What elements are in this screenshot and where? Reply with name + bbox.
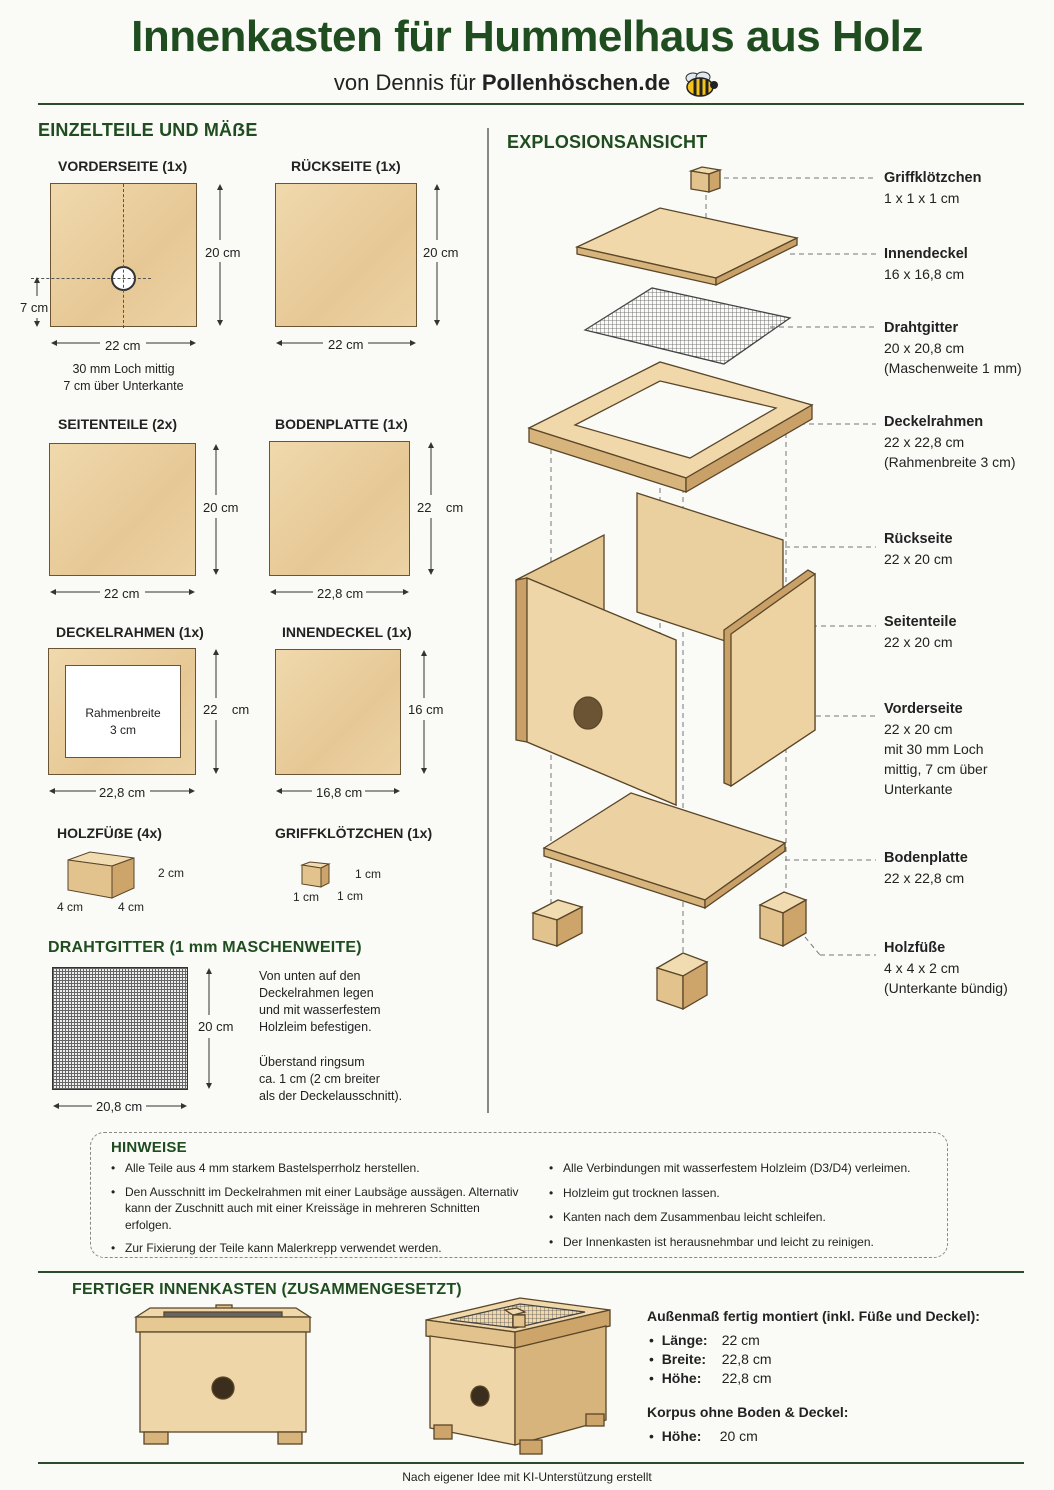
explosion-section-title: EXPLOSIONSANSICHT [507, 132, 708, 152]
part-deckelrahmen [48, 648, 196, 775]
part-title-deckelrahmen: DECKELRAHMEN (1x) [56, 624, 204, 640]
hints-title: HINWEISE [111, 1139, 187, 1156]
subtitle-prefix: von Dennis für [333, 70, 476, 95]
finished-section-title: FERTIGER INNENKASTEN (ZUSAMMENGESETZT) [72, 1281, 462, 1298]
handle-cube-icon [300, 861, 331, 888]
dim-height: 20 cm [205, 245, 241, 260]
footer-divider [38, 1462, 1024, 1464]
assembled-box-front [133, 1304, 313, 1445]
hint-item: Alle Verbindungen mit wasserfestem Holzl… [549, 1160, 939, 1177]
dim-depth: 1 cm [293, 890, 320, 904]
spec-title: Außenmaß fertig montiert (inkl. Füße und… [647, 1308, 980, 1324]
spec-breite: • Breite:22,8 cm [649, 1351, 772, 1367]
hole-note: 30 mm Loch mittig 7 cm über Unterkante [63, 362, 184, 393]
dim-width: 22,8 cm [99, 785, 146, 800]
dim-width: 4 cm [118, 900, 145, 914]
wire-mesh-drawing [52, 967, 188, 1090]
hint-item: Kanten nach dem Zusammenbau leicht schle… [549, 1209, 939, 1226]
exploded-holzfuss [531, 899, 584, 948]
parts-section-title: EINZELTEILE UND MÄẞE [38, 120, 258, 140]
exploded-vorderseite [515, 577, 677, 806]
exploded-bodenplatte [542, 792, 787, 910]
dim-height: 20 cm [203, 500, 239, 515]
dim-height: 16 cm [408, 702, 444, 717]
bee-icon [685, 71, 719, 97]
dim-width: 16,8 cm [316, 785, 363, 800]
dim-depth: 4 cm [57, 900, 84, 914]
wire-mesh-section-title: DRAHTGITTER (1 mm MASCHENWEITE) [48, 939, 362, 956]
dim-hole-offset: 7 cm [20, 300, 49, 315]
dim-width: 22 cm [104, 586, 140, 601]
dim-height: 22 cm [203, 702, 250, 717]
hints-left-list: Alle Teile aus 4 mm starkem Bastelsperrh… [111, 1160, 521, 1264]
frame-width-label: Rahmenbreite 3 cm [85, 706, 161, 737]
exploded-seitenteil-links [515, 533, 605, 702]
dim-width: 20,8 cm [96, 1099, 143, 1114]
part-title-bodenplatte: BODENPLATTE (1x) [275, 416, 408, 432]
leader-lines [550, 177, 876, 970]
column-divider [487, 128, 489, 1113]
spec-hoehe: • Höhe:22,8 cm [649, 1370, 772, 1386]
dim-height: 2 cm [158, 866, 185, 880]
part-bodenplatte [269, 441, 410, 576]
dim-width: 1 cm [337, 889, 364, 903]
assembled-box-perspective [425, 1297, 611, 1455]
dim-width: 22 cm [328, 337, 364, 352]
exploded-innendeckel [575, 207, 799, 287]
part-title-griffkloetzchen: GRIFFKLÖTZCHEN (1x) [275, 825, 433, 841]
dim-width: 22 cm [105, 338, 141, 353]
part-vorderseite [31, 183, 197, 328]
part-rueckseite [275, 183, 417, 327]
hints-right-list: Alle Verbindungen mit wasserfestem Holzl… [549, 1160, 939, 1257]
exploded-holzfuss [655, 952, 709, 1011]
brand-name: Pollenhöschen.de [481, 70, 671, 95]
section-divider [38, 1271, 1024, 1273]
dim-height: 1 cm [355, 867, 382, 881]
dim-height: 20 cm [198, 1019, 234, 1034]
part-title-rueckseite: RÜCKSEITE (1x) [291, 158, 401, 174]
part-innendeckel [275, 649, 401, 775]
hint-item: Alle Teile aus 4 mm starkem Bastelsperrh… [111, 1160, 521, 1177]
exploded-holzfuss [758, 891, 808, 948]
part-seitenteile [49, 443, 196, 576]
korpus-title: Korpus ohne Boden & Deckel: [647, 1404, 849, 1420]
exploded-rueckseite [636, 492, 784, 661]
hints-box: HINWEISE Alle Teile aus 4 mm starkem Bas… [90, 1132, 948, 1258]
hint-item: Den Ausschnitt im Deckelrahmen mit einer… [111, 1184, 521, 1234]
hint-item: Der Innenkasten ist herausnehmbar und le… [549, 1234, 939, 1251]
spec-laenge: • Länge:22 cm [649, 1332, 760, 1348]
foot-cube-icon [67, 851, 135, 899]
footer-text: Nach eigener Idee mit KI-Unterstützung e… [402, 1470, 652, 1484]
part-title-holzfuesse: HOLZFÜẞE (4x) [57, 825, 162, 841]
assembled-box-illustrations [133, 1297, 611, 1455]
dim-height: 22 cm [417, 500, 464, 515]
exploded-drahtgitter [583, 287, 792, 365]
part-title-seitenteile: SEITENTEILE (2x) [58, 416, 178, 432]
hint-item: Zur Fixierung der Teile kann Malerkrepp … [111, 1240, 521, 1257]
wire-mesh-overhang-note: Überstand ringsum ca. 1 cm (2 cm breiter… [259, 1055, 403, 1103]
dim-width: 22,8 cm [317, 586, 364, 601]
hint-item: Holzleim gut trocknen lassen. [549, 1185, 939, 1202]
part-title-innendeckel: INNENDECKEL (1x) [282, 624, 412, 640]
page-title: Innenkasten für Hummelhaus aus Holz [131, 12, 923, 61]
exploded-deckelrahmen [527, 361, 814, 494]
korpus-hoehe: • Höhe:20 cm [649, 1428, 758, 1444]
wire-mesh-note: Von unten auf den Deckelrahmen legen und… [259, 969, 381, 1034]
part-title-vorderseite: VORDERSEITE (1x) [58, 158, 188, 174]
dim-height: 20 cm [423, 245, 459, 260]
exploded-griffkloetzchen [688, 166, 723, 193]
header-divider [38, 103, 1024, 105]
exploded-seitenteil-rechts [723, 569, 816, 788]
subtitle: von Dennis für Pollenhöschen.de [0, 70, 1054, 97]
